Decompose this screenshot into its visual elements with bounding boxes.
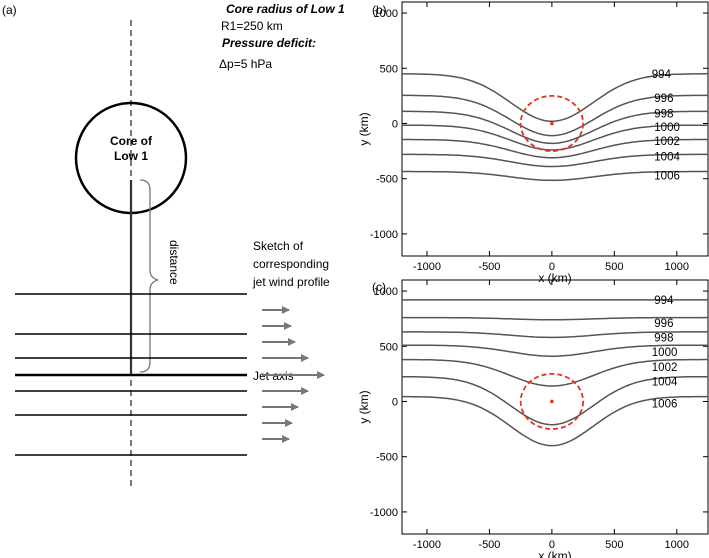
y-tick-label: 1000 (374, 8, 398, 20)
contour-label: 1002 (654, 136, 680, 148)
contour-line (401, 73, 708, 123)
y-tick-label: 0 (392, 396, 398, 408)
x-tick-label: 500 (605, 261, 623, 273)
x-tick-label: -500 (478, 261, 500, 273)
x-tick-label: 1000 (665, 261, 689, 273)
panel-b-label: (b) (372, 3, 387, 17)
contour-label: 994 (654, 295, 674, 307)
contour-line (402, 153, 708, 168)
x-tick-label: 0 (549, 539, 555, 551)
distance-label: distance (167, 240, 181, 285)
contour-line (402, 331, 708, 339)
panel-a-label: (a) (2, 3, 17, 17)
contour-line (402, 110, 708, 145)
contour-line (402, 124, 708, 151)
contour-label: 1000 (652, 347, 678, 359)
x-axis-label: x (km) (538, 549, 571, 558)
panel-c-label: (c) (372, 280, 386, 294)
panel-b: (b) -1000 -500 0 500 1000 1000 500 0 -500 -1000 x … (357, 1, 709, 285)
sketch-label-line2: corresponding (253, 257, 329, 271)
y-tick-label: 1000 (374, 286, 398, 298)
core-radius-circle (519, 94, 585, 152)
sketch-label-line1: Sketch of (253, 239, 304, 253)
contour-label: 1004 (652, 377, 678, 389)
chart-b: -1000 -500 0 500 1000 1000 500 0 -500 -1000 x (km)… (357, 1, 709, 285)
contour-label: 998 (654, 332, 673, 344)
contour-line (402, 316, 708, 321)
y-axis-label: y (km) (357, 112, 371, 145)
plot-frame (401, 1, 709, 257)
x-tick-label: 1000 (665, 539, 689, 551)
contour-line (402, 138, 708, 159)
panel-a: (a) Core radius of Low 1 R1=250 km Press… (2, 2, 345, 490)
contour-label: 996 (654, 93, 673, 105)
core-radius-value: R1=250 km (221, 19, 283, 33)
contour-line (401, 358, 708, 387)
x-axis-label: x (km) (538, 271, 571, 285)
plot-frame (401, 279, 709, 535)
contour-label: 1002 (652, 362, 678, 374)
contour-line (402, 344, 708, 357)
distance-brace (139, 179, 159, 373)
core-label-line2: Low 1 (114, 149, 148, 163)
contour-label: 1006 (654, 170, 680, 182)
low-center-dot (550, 399, 554, 404)
pressure-value: Δp=5 hPa (219, 57, 272, 71)
y-tick-label: -500 (376, 174, 398, 186)
low-center-dot (550, 121, 554, 126)
contour-label: 1006 (652, 399, 678, 411)
contour-label: 1004 (654, 152, 680, 164)
contour-label: 994 (652, 69, 672, 81)
y-axis-label: y (km) (357, 390, 371, 423)
y-tick-label: -1000 (370, 229, 398, 241)
y-tick-label: -500 (376, 452, 398, 464)
contour-label: 998 (654, 109, 673, 121)
chart-c: -1000 -500 0 500 1000 1000 500 0 -500 -1000 x (km)… (357, 279, 709, 558)
x-tick-label: 500 (605, 539, 623, 551)
contour-label: 996 (654, 318, 673, 330)
contour-line (402, 170, 708, 182)
x-tick-label: -1000 (413, 261, 441, 273)
core-radius-title: Core radius of Low 1 (226, 2, 345, 16)
y-tick-label: 500 (380, 63, 398, 75)
contour-line (402, 375, 708, 426)
y-tick-label: 0 (392, 118, 398, 130)
pressure-title: Pressure deficit: (222, 36, 316, 50)
core-radius-circle (519, 372, 585, 430)
contour-line (402, 94, 709, 137)
core-label-line1: Core of (110, 134, 153, 148)
x-tick-label: -500 (478, 539, 500, 551)
contour-label: 1000 (654, 122, 680, 134)
panel-c: (c) -1000 -500 0 500 1000 1000 500 0 -500 -1000 x … (357, 279, 709, 558)
x-tick-label: 0 (549, 261, 555, 273)
y-tick-label: -1000 (370, 507, 398, 519)
sketch-label-line3: jet wind profile (252, 275, 330, 289)
x-tick-label: -1000 (413, 539, 441, 551)
contour-line (402, 395, 709, 447)
y-tick-label: 500 (380, 341, 398, 353)
